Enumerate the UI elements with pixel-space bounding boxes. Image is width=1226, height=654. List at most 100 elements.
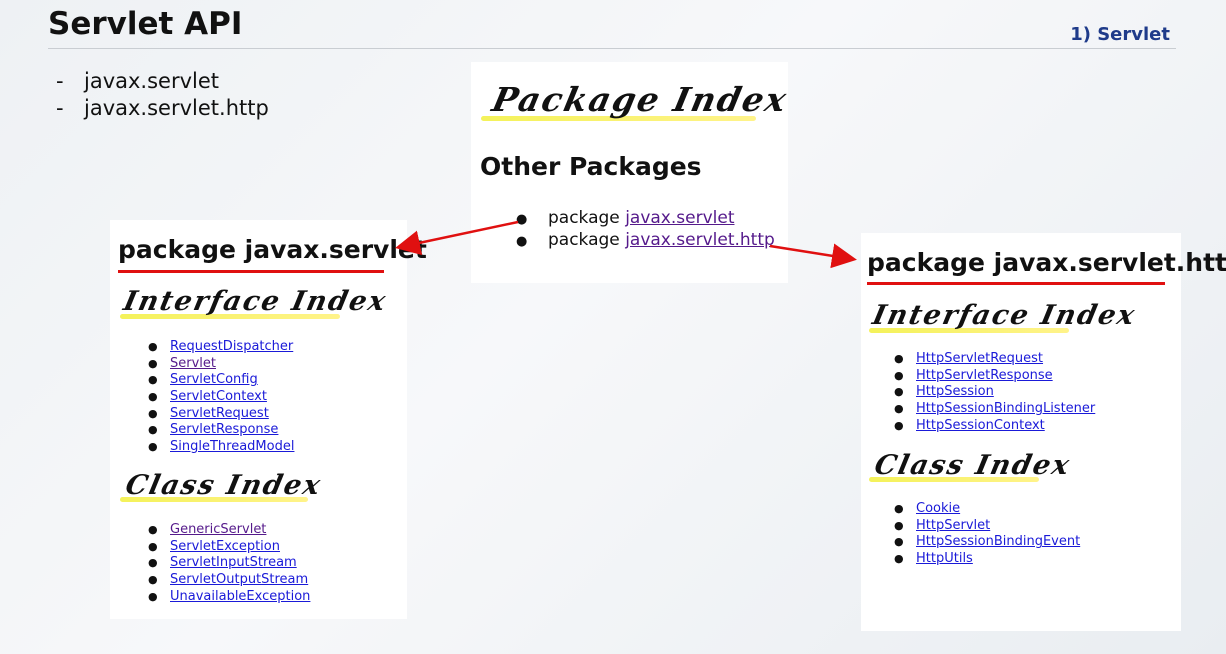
class-link[interactable]: HttpUtils [916,551,973,567]
interface-link[interactable]: Servlet [170,355,216,371]
interface-link[interactable]: ServletConfig [170,372,258,388]
list-item: ● ServletConfig [148,372,294,389]
interface-list: ● RequestDispatcher ● Servlet ● ServletConf… [148,339,294,456]
link-javax-servlet[interactable]: javax.servlet [625,208,735,228]
class-link[interactable]: ServletInputStream [170,555,297,571]
bullet-dot-icon: ● [148,523,158,536]
bullet-dot-icon: ● [894,402,904,416]
bullet-dot-icon: ● [894,552,904,566]
bullet-item: -javax.servlet [56,68,269,95]
bullet-item: -javax.servlet.http [56,95,269,122]
interface-link[interactable]: HttpSessionContext [916,417,1045,433]
bullet-dot-icon: ● [148,390,158,404]
section-label: 1) Servlet [1070,24,1170,45]
interface-link[interactable]: HttpSessionBindingListener [916,401,1096,417]
bullet-dot-icon: ● [148,589,158,603]
interface-link[interactable]: RequestDispatcher [170,339,294,354]
list-item: ● ServletContext [148,389,294,406]
list-item: ● HttpSessionContext [894,418,1095,435]
bullet-dot-icon: ● [894,352,904,365]
list-item: ● Servlet [148,356,294,373]
class-link[interactable]: HttpServlet [916,517,991,533]
list-item: ● HttpUtils [894,551,1080,568]
interface-list: ● HttpServletRequest ● HttpServletResponse… [894,351,1095,434]
package-title: package javax.servlet [118,235,427,264]
class-link[interactable]: Cookie [916,501,961,516]
interface-link[interactable]: HttpServletResponse [916,367,1053,383]
list-item: ● ServletOutputStream [148,572,310,589]
list-item: ● HttpSession [894,384,1095,401]
list-item: ● ServletInputStream [148,555,310,572]
interface-link[interactable]: HttpSession [916,384,994,400]
highlight-underline [869,477,1039,482]
class-link[interactable]: ServletException [170,538,280,554]
list-item: ● HttpServletResponse [894,368,1095,385]
list-item: ● SingleThreadModel [148,439,294,456]
interface-link[interactable]: HttpServletRequest [916,351,1044,366]
bullet-dot-icon: ● [148,440,158,454]
bullet-dot-icon: ● [894,418,904,432]
class-link[interactable]: ServletOutputStream [170,572,309,588]
list-item: ● GenericServlet [148,522,310,539]
highlight-underline [120,497,308,502]
bullet-text: javax.servlet [84,69,220,93]
list-item: ● HttpSessionBindingEvent [894,534,1080,551]
package-prefix: package [548,230,626,250]
slide-title: Servlet API [48,6,243,42]
class-link[interactable]: UnavailableException [170,588,311,604]
title-underline [867,282,1165,285]
bullet-dot-icon: ● [148,373,158,387]
bullet-dot-icon: ● [148,573,158,587]
title-divider [48,48,1176,49]
package-list-item: ● package javax.servlet.http [516,229,775,251]
bullet-dot-icon: ● [894,535,904,549]
bullet-dot-icon: ● [148,340,158,353]
bullet-marker: - [56,96,64,120]
highlight-underline [481,116,756,121]
arrow-to-servlet-icon [395,220,519,256]
bullet-dot-icon: ● [894,385,904,399]
bullet-dot-icon: ● [516,234,528,249]
package-index-panel: Package Index Other Packages ●package ja… [471,62,792,283]
list-item: ●HttpServlet [894,518,1080,535]
class-list: ● GenericServlet ● ServletException ● Servl… [148,522,310,605]
package-list-item: ● package javax.servlet [516,207,775,229]
interface-link[interactable]: ServletResponse [170,422,279,438]
highlight-underline [120,314,340,319]
bullet-dot-icon: ● [894,368,904,382]
list-item: ● HttpSessionBindingListener [894,401,1095,418]
bullet-text: javax.servlet.http [84,96,269,120]
interface-link[interactable]: ServletRequest [170,405,269,421]
title-underline [118,270,384,273]
interface-link[interactable]: SingleThreadModel [170,439,295,455]
class-link[interactable]: HttpSessionBindingEvent [916,534,1081,550]
bullet-dot-icon: ● [148,406,158,420]
bullet-dot-icon: ● [894,502,904,515]
servlet-http-package-panel: package javax.servlet.http Interface Ind… [861,233,1226,631]
highlight-underline [869,328,1069,333]
bullet-dot-icon: ● [516,212,528,227]
bullet-dot-icon: ● [148,539,158,553]
arrow-to-http-icon [769,243,857,269]
class-list: ●Cookie ●HttpServlet ●HttpSessionBinding… [894,501,1080,568]
package-link-list: ● package javax.servlet ● package javax.se… [516,207,775,251]
list-item: ● UnavailableException [148,589,310,606]
list-item: ● Cookie [894,501,1080,518]
package-prefix: package [548,208,626,228]
package-title: package javax.servlet.http [867,248,1226,277]
servlet-package-panel: package javax.servlet Interface Index ●R… [110,220,427,619]
interface-link[interactable]: ServletContext [170,389,267,405]
link-javax-servlet-http[interactable]: javax.servlet.http [625,230,775,250]
list-item: ● RequestDispatcher [148,339,294,356]
list-item: ● ServletRequest [148,406,294,423]
class-link[interactable]: GenericServlet [170,522,267,537]
list-item: ● ServletResponse [148,422,294,439]
list-item: ● ServletException [148,539,310,556]
other-packages-heading: Other Packages [480,152,702,181]
list-item: ● HttpServletRequest [894,351,1095,368]
bullet-dot-icon: ● [148,423,158,437]
bullet-dot-icon: ● [148,356,158,370]
bullet-dot-icon: ● [148,556,158,570]
bullet-marker: - [56,69,64,93]
